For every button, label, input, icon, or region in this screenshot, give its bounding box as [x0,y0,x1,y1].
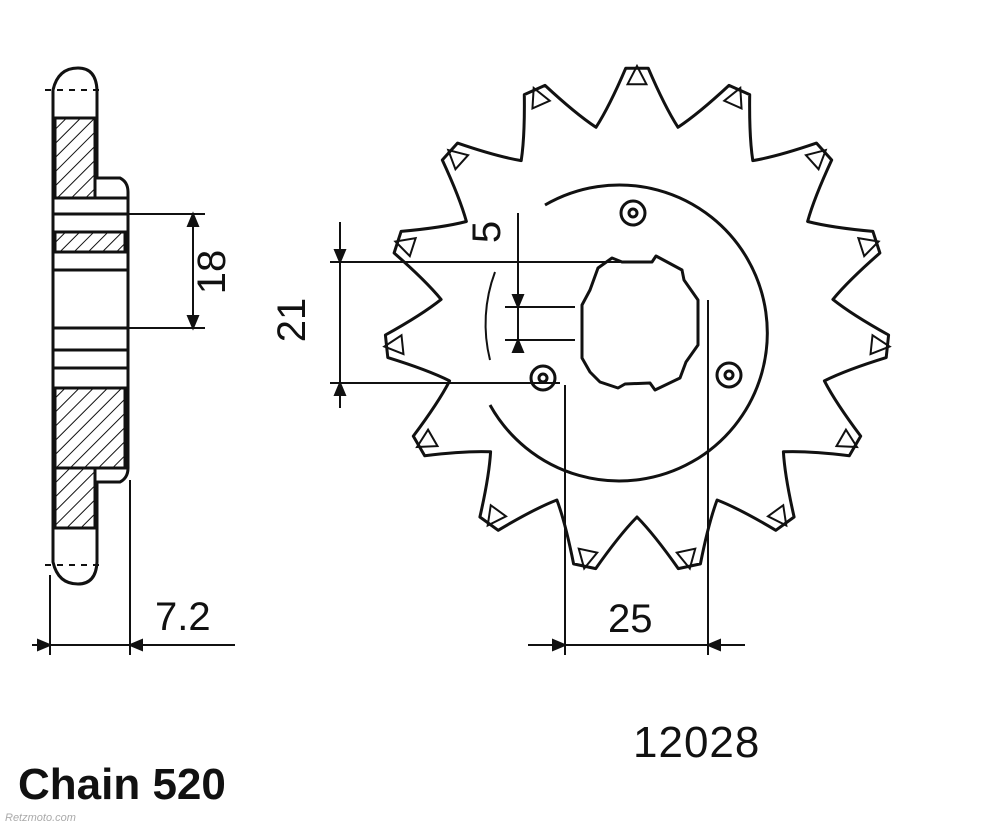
dim-hub [128,211,205,331]
tooth-tip [415,427,440,449]
hatch-lower-tip [53,466,97,530]
sprocket-front-view [382,63,892,571]
hub-circle-inner-arc [484,271,496,361]
tooth-tip [766,503,788,528]
bolt-hole-top [619,199,647,227]
side-view-outline [51,66,130,586]
part-number: 12028 [633,718,761,767]
hatch-upper [53,116,97,200]
tooth-tip [625,63,649,86]
spline-bore [580,254,700,392]
tooth-tip [577,547,600,571]
tooth-tip [674,547,697,571]
sprocket-outline [383,66,891,571]
tooth-tips [382,63,892,571]
tooth-tip [393,236,418,258]
tooth-tip [531,85,552,110]
dim-spline-inner-label: 5 [465,221,509,243]
tooth-tip [446,148,470,172]
tooth-tip [382,333,405,356]
tooth-tip [869,333,892,356]
tooth-tip [804,148,828,172]
bolt-hole-right [715,361,743,389]
dim-width [32,480,235,655]
tooth-tip [722,85,743,110]
dim-bolt-spacing [528,300,745,655]
bolt-hole-left [529,364,557,392]
dim-spline-outer [330,222,620,408]
side-view [45,66,130,586]
dim-width-label: 7.2 [155,595,211,639]
tooth-tip [856,236,881,258]
chain-label: Chain 520 [18,760,226,809]
tooth-tip [834,427,859,449]
hatch-upper-mid [53,230,127,254]
dim-bolt-spacing-label: 25 [608,597,653,641]
hatch-lower [53,386,127,470]
dim-spline-outer-label: 21 [270,298,314,343]
hub-circle [488,183,769,483]
tooth-tip [486,503,508,528]
dim-hub-label: 18 [190,250,234,295]
watermark: Retzmoto.com [5,812,76,824]
dim-spline-inner [505,213,575,353]
